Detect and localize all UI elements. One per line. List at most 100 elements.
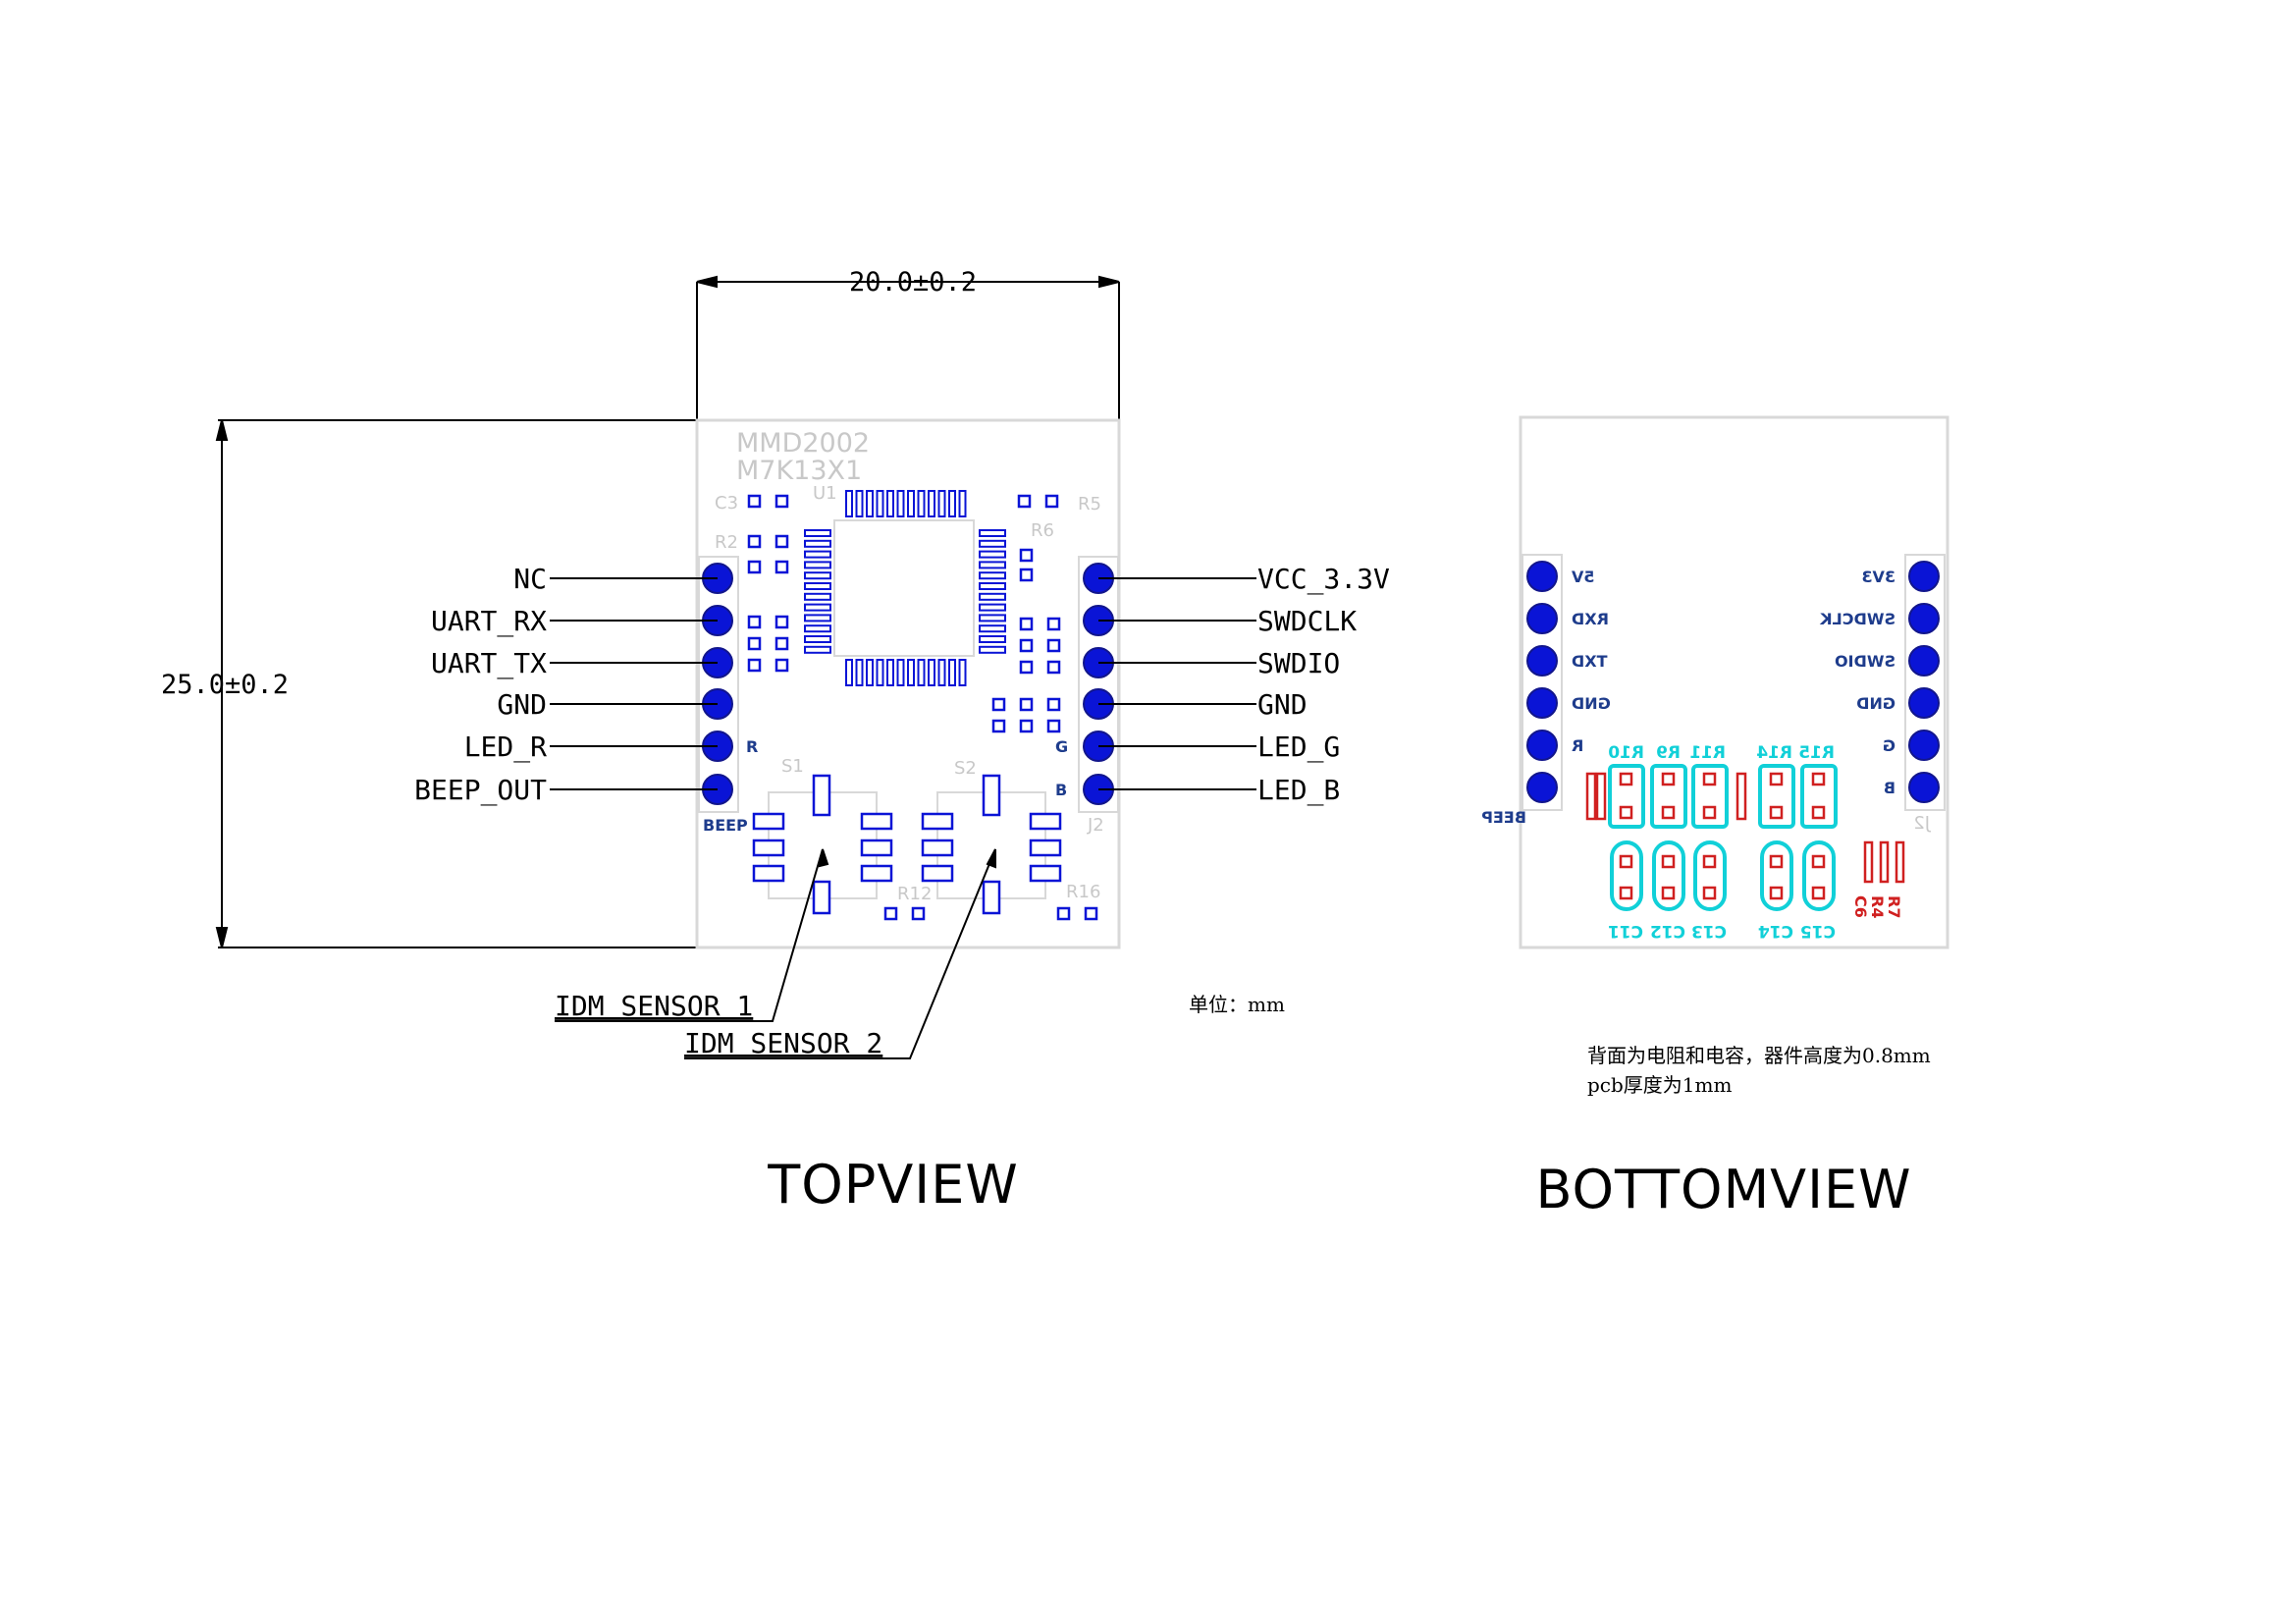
chip-pin bbox=[979, 550, 1006, 559]
chip-pin bbox=[804, 582, 831, 590]
bsilk-txd: TXD bbox=[1572, 652, 1608, 671]
chip-pin bbox=[804, 571, 831, 580]
chip-pin bbox=[804, 592, 831, 601]
right-pin-labels: VCC_3.3V SWDCLK SWDIO GND LED_G LED_B bbox=[1257, 563, 1390, 807]
res-label-r10: R10 bbox=[1608, 743, 1644, 763]
chip-pin bbox=[896, 659, 905, 686]
chip-pin bbox=[928, 659, 935, 686]
sensor-s2 bbox=[921, 774, 1062, 915]
sensor-s1 bbox=[752, 774, 893, 915]
bottom-left-header-outline bbox=[1522, 554, 1563, 811]
silk-b: B bbox=[1055, 781, 1067, 799]
label-c6: C6 bbox=[1851, 895, 1870, 918]
pin-label-uart-rx: UART_RX bbox=[431, 605, 547, 638]
bottom-right-pads bbox=[1908, 561, 1940, 803]
chip-pin bbox=[804, 529, 831, 537]
top-silk-labels: C3 U1 R5 R2 R6 S1 S2 R12 R16 J2 BEEP R G… bbox=[703, 483, 1104, 904]
top-passive-pads bbox=[747, 494, 1098, 921]
bottom-capacitors: C11 C12 C13 C14 C15 C6 R4 R7 bbox=[1608, 840, 1903, 941]
bsilk-gnd-l: GND bbox=[1572, 694, 1611, 713]
chip-pin bbox=[804, 624, 831, 633]
top-view-title: TOPVIEW bbox=[767, 1154, 1018, 1216]
chip-pin bbox=[896, 490, 905, 517]
bsilk-swdio: SWDIO bbox=[1835, 652, 1896, 671]
width-dimension-label: 20.0±0.2 bbox=[849, 267, 977, 298]
chip-pin bbox=[886, 490, 894, 517]
chip-pin bbox=[876, 490, 884, 517]
silk-u1: U1 bbox=[813, 483, 837, 504]
chip-pin bbox=[917, 490, 926, 517]
pin-label-swdclk: SWDCLK bbox=[1257, 605, 1357, 637]
pin-label-led-b: LED_B bbox=[1257, 774, 1340, 807]
silk-j2: J2 bbox=[1087, 815, 1104, 836]
bottom-resistors: R10 R9 R11 R14 R15 bbox=[1608, 743, 1838, 829]
label-r7: R7 bbox=[1885, 895, 1903, 918]
bsilk-g: G bbox=[1883, 736, 1896, 755]
bottom-left-pin-silk: 5V RXD TXD GND R BEEP bbox=[1481, 568, 1611, 827]
width-dimension bbox=[696, 275, 1120, 420]
chip-pin bbox=[855, 659, 864, 686]
left-pin-leaders bbox=[550, 577, 718, 790]
silk-r5: R5 bbox=[1078, 494, 1101, 514]
bsilk-r: R bbox=[1572, 736, 1583, 755]
cap-label-c13: C13 bbox=[1691, 921, 1727, 941]
left-header-outline bbox=[698, 556, 739, 813]
bsilk-beep: BEEP bbox=[1481, 808, 1526, 827]
chip-pin bbox=[804, 539, 831, 548]
chip-pin bbox=[979, 592, 1006, 601]
cap-label-c11: C11 bbox=[1608, 921, 1643, 941]
chip-pin bbox=[804, 603, 831, 612]
cap-label-c15: C15 bbox=[1800, 921, 1836, 941]
silk-r2: R2 bbox=[715, 532, 738, 553]
chip-pin bbox=[979, 529, 1006, 537]
chip-pin bbox=[907, 490, 915, 517]
pin-label-beep-out: BEEP_OUT bbox=[414, 774, 547, 807]
chip-pin bbox=[979, 571, 1006, 580]
pin-label-gnd-left: GND bbox=[497, 688, 547, 721]
res-label-r14: R14 bbox=[1756, 743, 1792, 763]
chip-pin bbox=[876, 659, 884, 686]
bsilk-j2: J2 bbox=[1913, 813, 1931, 834]
bottom-right-header-outline bbox=[1904, 554, 1946, 811]
height-dimension bbox=[215, 419, 697, 948]
chip-pin bbox=[866, 490, 874, 517]
chip-pin bbox=[845, 659, 853, 686]
chip-pin bbox=[979, 561, 1006, 569]
chip-pin bbox=[979, 624, 1006, 633]
mcu-chip bbox=[804, 490, 1006, 686]
chip-pin bbox=[804, 645, 831, 654]
chip-pin bbox=[979, 635, 1006, 643]
silk-s1: S1 bbox=[781, 756, 804, 777]
pin-label-swdio: SWDIO bbox=[1257, 647, 1340, 679]
chip-pin bbox=[948, 490, 956, 517]
chip-pin bbox=[855, 490, 864, 517]
chip-pin bbox=[979, 582, 1006, 590]
sensor-label-1: IDM SENSOR 1 bbox=[555, 990, 753, 1022]
chip-pin bbox=[928, 490, 935, 517]
pin-label-vcc: VCC_3.3V bbox=[1257, 563, 1390, 596]
cap-label-c12: C12 bbox=[1650, 921, 1685, 941]
res-label-r11: R11 bbox=[1689, 743, 1726, 763]
silk-beep: BEEP bbox=[703, 816, 748, 835]
left-pin-labels: NC UART_RX UART_TX GND LED_R BEEP_OUT bbox=[414, 563, 547, 807]
bsilk-swdclk: SWDCLK bbox=[1820, 610, 1896, 628]
left-pin-pads bbox=[702, 563, 733, 805]
bottom-left-pads bbox=[1526, 561, 1558, 803]
chip-pin bbox=[907, 659, 915, 686]
right-pin-leaders bbox=[1098, 577, 1256, 790]
chip-pin bbox=[958, 490, 967, 517]
bottom-note-1: 背面为电阻和电容，器件高度为0.8mm bbox=[1587, 1044, 1931, 1067]
chip-pin bbox=[937, 490, 946, 517]
pin-label-uart-tx: UART_TX bbox=[431, 647, 547, 680]
silk-c3: C3 bbox=[715, 493, 738, 514]
sensor-leaders bbox=[555, 848, 996, 1059]
cap-label-c14: C14 bbox=[1758, 921, 1793, 941]
right-pin-pads bbox=[1083, 563, 1114, 805]
chip-pin bbox=[979, 539, 1006, 548]
chip-pin bbox=[804, 635, 831, 643]
height-dimension-label: 25.0±0.2 bbox=[161, 670, 289, 700]
chip-pin bbox=[937, 659, 946, 686]
bottom-view: 5V RXD TXD GND R BEEP 3V3 SWDCLK SWDIO G… bbox=[1481, 415, 1949, 1220]
chip-pin bbox=[979, 603, 1006, 612]
bottom-right-pin-silk: 3V3 SWDCLK SWDIO GND G B bbox=[1820, 568, 1896, 797]
